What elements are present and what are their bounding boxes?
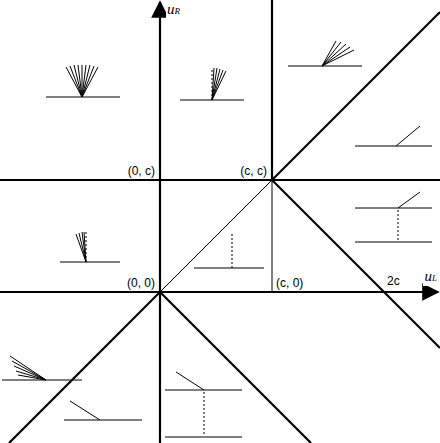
fan-sketch (180, 68, 244, 100)
region-border (272, 12, 440, 180)
fan-sketch (46, 65, 120, 97)
shock-sketch (165, 372, 242, 437)
thin-border (160, 180, 272, 292)
region-border (9, 292, 160, 443)
fan-sketch (2, 356, 82, 380)
axis-label: uL (423, 268, 438, 286)
region-border (272, 180, 440, 348)
ur-axis (159, 2, 161, 443)
shock-sketch (355, 192, 432, 242)
axis-label: uR (166, 1, 181, 19)
fan-sketch (60, 232, 120, 262)
contact-sketch (194, 234, 264, 268)
ul-axis (0, 291, 438, 293)
shock-sketch (64, 401, 142, 420)
fan-sketch (288, 41, 362, 66)
thin-border (272, 180, 273, 292)
shock-sketch (355, 126, 432, 146)
region-border (0, 179, 440, 181)
point-label: (0, 0) (126, 276, 156, 290)
point-label: 2c (386, 274, 401, 288)
point-label: (c, c) (239, 164, 268, 178)
point-label: (c, 0) (275, 276, 304, 290)
point-label: (0, c) (127, 164, 156, 178)
region-border (271, 0, 273, 180)
region-border (160, 292, 311, 443)
